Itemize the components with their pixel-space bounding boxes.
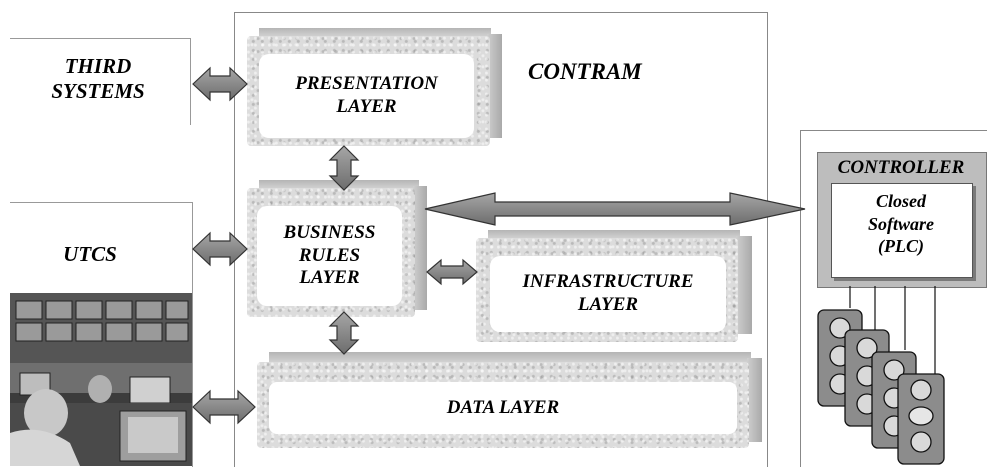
presentation-business-arrow [328,145,360,191]
controller-panel [800,130,987,467]
infrastructure-layer: INFRASTRUCTURE LAYER [476,230,752,342]
control-room-photo [10,293,192,466]
contram-title: CONTRAM [528,59,642,84]
business-rules-layer: BUSINESS RULES LAYER [247,180,427,317]
business-controller-arrow [424,192,806,226]
controller-title: CONTROLLER [837,157,965,178]
controller-inner-label: Closed Software (PLC) [867,191,934,256]
presentation-layer-label: PRESENTATION LAYER [295,73,438,117]
controller-inner-box [831,183,973,278]
business-rules-layer-label: BUSINESS RULES LAYER [283,221,376,289]
utcs-label: UTCS [63,242,117,266]
utcs-panel [10,202,193,467]
data-layer-side-arrow [192,389,256,425]
third-systems-arrow [192,66,248,102]
business-data-arrow [328,311,360,355]
infrastructure-layer-label: INFRASTRUCTURE LAYER [522,271,694,315]
third-systems-label: THIRD SYSTEMS [51,54,145,104]
utcs-arrow [192,231,248,267]
third-systems-panel [10,38,191,125]
data-layer: DATA LAYER [257,352,762,448]
data-layer-label: DATA LAYER [446,396,560,418]
business-infrastructure-arrow [426,258,478,286]
traffic-light-icons [817,286,945,465]
presentation-layer: PRESENTATION LAYER [247,28,502,146]
